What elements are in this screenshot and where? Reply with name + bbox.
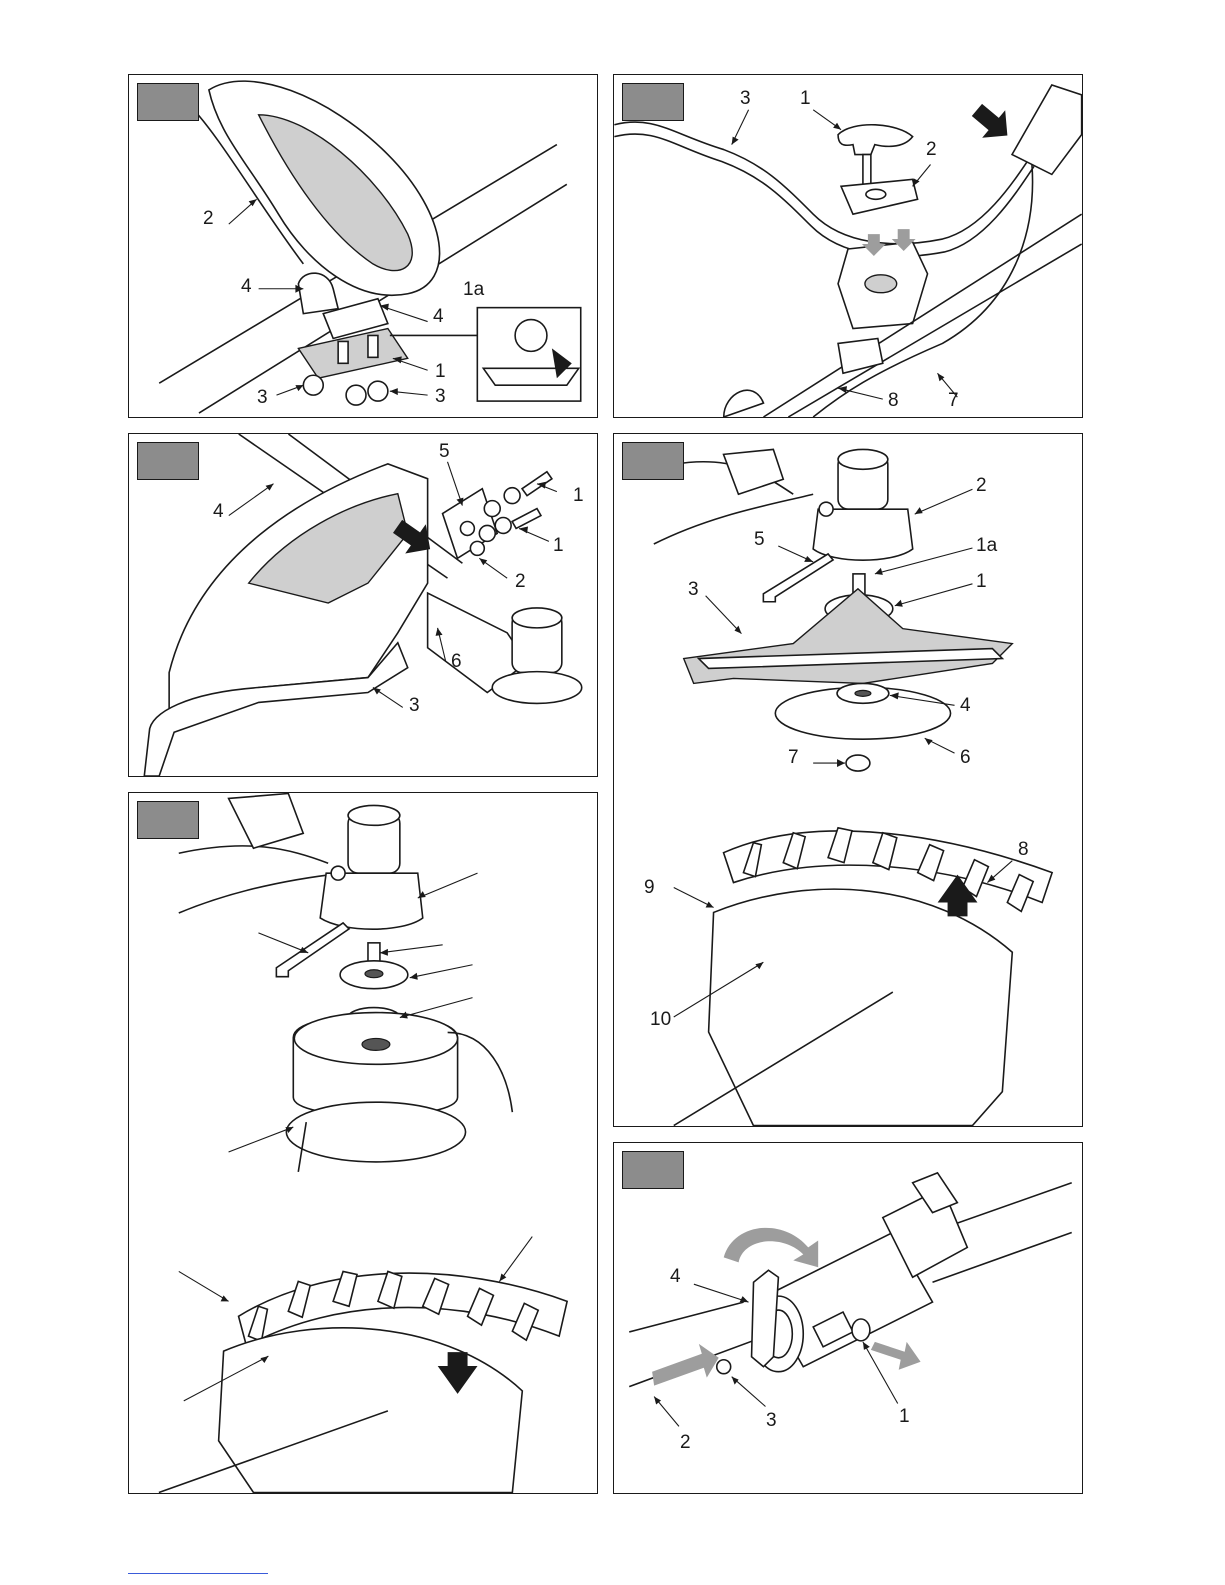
callout-label: 1: [553, 536, 564, 555]
callout-label: 4: [213, 502, 224, 521]
callout-label: 1: [435, 362, 446, 381]
callout-label: 1: [800, 89, 811, 108]
callout-label: 4: [670, 1267, 681, 1286]
callout-label: 3: [257, 388, 268, 407]
figure-panel-guard-mount: 5 1 4 1 2 6 3: [128, 433, 598, 777]
callout-label: 8: [888, 391, 899, 410]
callout-label: 6: [451, 652, 462, 671]
figure-number-tag: [622, 1151, 684, 1189]
callout-label: 8: [1018, 840, 1029, 859]
callout-label: 2: [203, 209, 214, 228]
callout-label: 3: [435, 387, 446, 406]
callout-label: 1a: [976, 536, 997, 555]
blade-assembly-illustration: [614, 434, 1082, 1126]
callout-label: 3: [409, 696, 420, 715]
callout-label: 9: [644, 878, 655, 897]
callout-label: 4: [241, 277, 252, 296]
figure-panel-line-head-assembly: [128, 792, 598, 1494]
callout-label: 5: [754, 530, 765, 549]
callout-label: 2: [976, 476, 987, 495]
figure-panel-handle-knob: 3 1 2 8 7: [613, 74, 1083, 418]
figure-number-tag: [137, 442, 199, 480]
figure-number-tag: [137, 801, 199, 839]
callout-label: 3: [688, 580, 699, 599]
callout-label: 1a: [463, 280, 484, 299]
callout-label: 1: [573, 486, 584, 505]
callout-label: 4: [433, 307, 444, 326]
callout-label: 2: [680, 1433, 691, 1452]
footer-link-underline[interactable]: [128, 1573, 268, 1574]
callout-label: 4: [960, 696, 971, 715]
callout-label: 5: [439, 442, 450, 461]
figure-panel-blade-assembly: 2 5 1a 3 1 4 7 6 8 9 10: [613, 433, 1083, 1127]
handle-knob-illustration: [614, 75, 1082, 417]
figure-panel-handle-mount: 2 4 4 1a 1 3 3: [128, 74, 598, 418]
callout-label: 6: [960, 748, 971, 767]
handle-mount-illustration: [129, 75, 597, 417]
callout-label: 3: [740, 89, 751, 108]
callout-label: 3: [766, 1411, 777, 1430]
figure-number-tag: [137, 83, 199, 121]
figure-panel-shaft-coupling: 4 3 1 2: [613, 1142, 1083, 1494]
figure-number-tag: [622, 83, 684, 121]
callout-label: 1: [976, 572, 987, 591]
callout-label: 1: [899, 1407, 910, 1426]
guard-mount-illustration: [129, 434, 597, 776]
callout-label: 7: [788, 748, 799, 767]
callout-label: 2: [926, 140, 937, 159]
callout-label: 10: [650, 1010, 671, 1029]
callout-label: 2: [515, 572, 526, 591]
line-head-assembly-illustration: [129, 793, 597, 1493]
figure-number-tag: [622, 442, 684, 480]
callout-label: 7: [948, 391, 959, 410]
